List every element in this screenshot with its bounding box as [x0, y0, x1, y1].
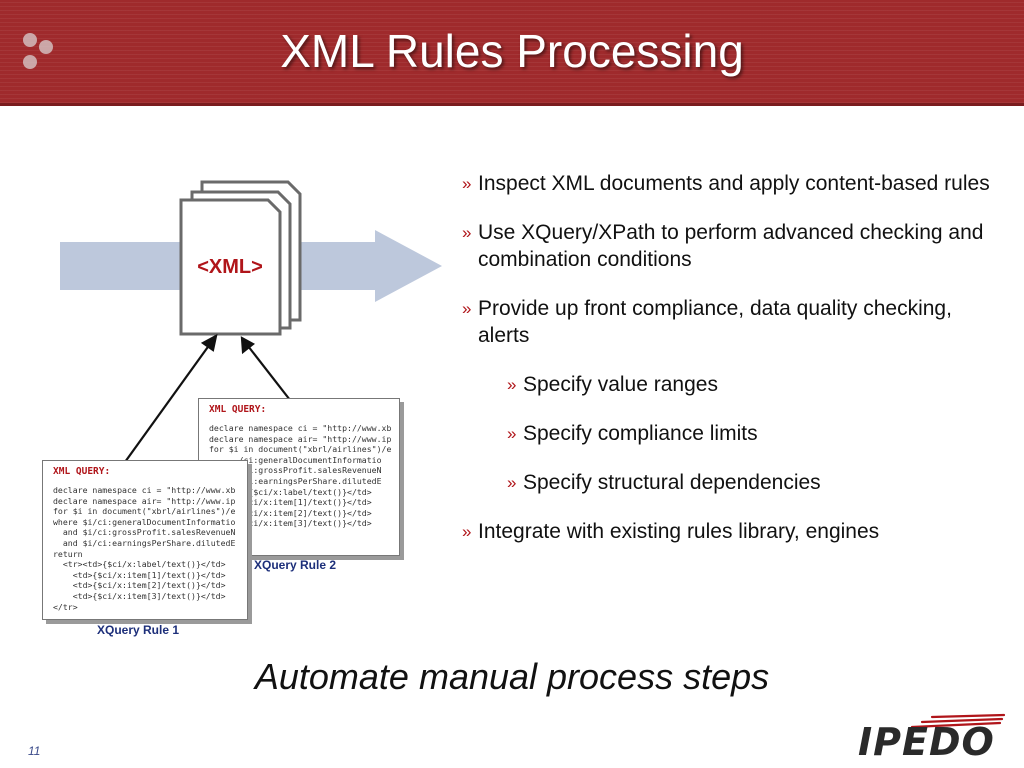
- bullet-marker: »: [507, 424, 517, 443]
- bullet-text: Inspect XML documents and apply content-…: [478, 172, 990, 195]
- code-header: XML QUERY:: [209, 404, 267, 415]
- bullet-list: » Inspect XML documents and apply conten…: [462, 170, 1002, 567]
- code-line: /ci:earningsPerShare.dilutedE: [209, 475, 382, 486]
- bullet-item: » Provide up front compliance, data qual…: [462, 295, 1002, 349]
- decorative-dots-icon: [23, 33, 53, 69]
- bullet-marker: »: [462, 223, 472, 242]
- xml-document-label: <XML>: [197, 256, 263, 278]
- xquery-rule-1-caption: XQuery Rule 1: [97, 623, 180, 637]
- code-line: /ci:grossProfit.salesRevenueN: [209, 465, 382, 476]
- bullet-text: Specify compliance limits: [523, 422, 758, 445]
- bullet-text: Use XQuery/XPath to perform advanced che…: [478, 221, 984, 271]
- code-line: where $i/ci:generalDocumentInformatio: [53, 516, 236, 527]
- bullet-text: Provide up front compliance, data qualit…: [478, 297, 952, 347]
- code-line: for $i in document("xbrl/airlines")/e: [209, 444, 392, 455]
- title-bar-divider: [0, 103, 1024, 106]
- code-line: and $i/ci:grossProfit.salesRevenueN: [53, 527, 236, 538]
- code-line: {$ci/x:item[1]/text()}</td>: [209, 497, 372, 508]
- bullet-text: Specify value ranges: [523, 373, 718, 396]
- code-line: return: [53, 548, 83, 559]
- code-line: declare namespace ci = "http://www.xb: [53, 485, 236, 495]
- bullet-marker: »: [507, 473, 517, 492]
- code-line: d>{$ci/x:label/text()}</td>: [209, 486, 372, 497]
- code-line: /ci:generalDocumentInformatio: [209, 454, 382, 465]
- bullet-item: » Inspect XML documents and apply conten…: [462, 170, 1002, 197]
- sub-bullet-item: » Specify compliance limits: [462, 420, 1002, 447]
- code-header: XML QUERY:: [53, 466, 111, 477]
- bullet-text: Specify structural dependencies: [523, 471, 821, 494]
- code-line: {$ci/x:item[3]/text()}</td>: [209, 518, 372, 529]
- code-line: for $i in document("xbrl/airlines")/e: [53, 506, 236, 517]
- ipedo-logo-icon: [910, 713, 1006, 729]
- code-line: <td>{$ci/x:item[1]/text()}</td>: [53, 569, 226, 580]
- bullet-item: » Integrate with existing rules library,…: [462, 518, 1002, 545]
- bullet-marker: »: [462, 522, 472, 541]
- sub-bullet-item: » Specify value ranges: [462, 371, 1002, 398]
- bullet-text: Integrate with existing rules library, e…: [478, 520, 880, 543]
- connector-arrows: [124, 333, 291, 463]
- code-line: declare namespace ci = "http://www.xb: [209, 423, 392, 433]
- xquery-rule-1-box: XML QUERY: declare namespace ci = "http:…: [42, 460, 248, 620]
- bullet-marker: »: [507, 375, 517, 394]
- slide-title: XML Rules Processing: [280, 25, 744, 77]
- xml-document-stack: [179, 180, 302, 336]
- code-line: </tr>: [53, 601, 78, 612]
- code-line: <td>{$ci/x:item[2]/text()}</td>: [53, 580, 226, 591]
- bullet-marker: »: [462, 299, 472, 318]
- code-line: and $i/ci:earningsPerShare.dilutedE: [53, 537, 236, 548]
- bullet-marker: »: [462, 174, 472, 193]
- tagline: Automate manual process steps: [254, 656, 770, 697]
- xml-processing-diagram: [60, 180, 442, 463]
- code-line: <td>{$ci/x:item[3]/text()}</td>: [53, 590, 226, 601]
- bullet-item: » Use XQuery/XPath to perform advanced c…: [462, 219, 1002, 273]
- code-line: declare namespace air= "http://www.ip: [53, 495, 236, 506]
- code-line: declare namespace air= "http://www.ip: [209, 433, 392, 444]
- title-bar: [0, 0, 1024, 103]
- sub-bullet-item: » Specify structural dependencies: [462, 469, 1002, 496]
- xquery-rule-2-caption: XQuery Rule 2: [254, 558, 337, 572]
- code-line: {$ci/x:item[2]/text()}</td>: [209, 507, 372, 518]
- slide-number: 11: [28, 744, 41, 758]
- code-line: <tr><td>{$ci/x:label/text()}</td>: [53, 559, 226, 570]
- logo-wordmark: IPEDO: [858, 720, 995, 764]
